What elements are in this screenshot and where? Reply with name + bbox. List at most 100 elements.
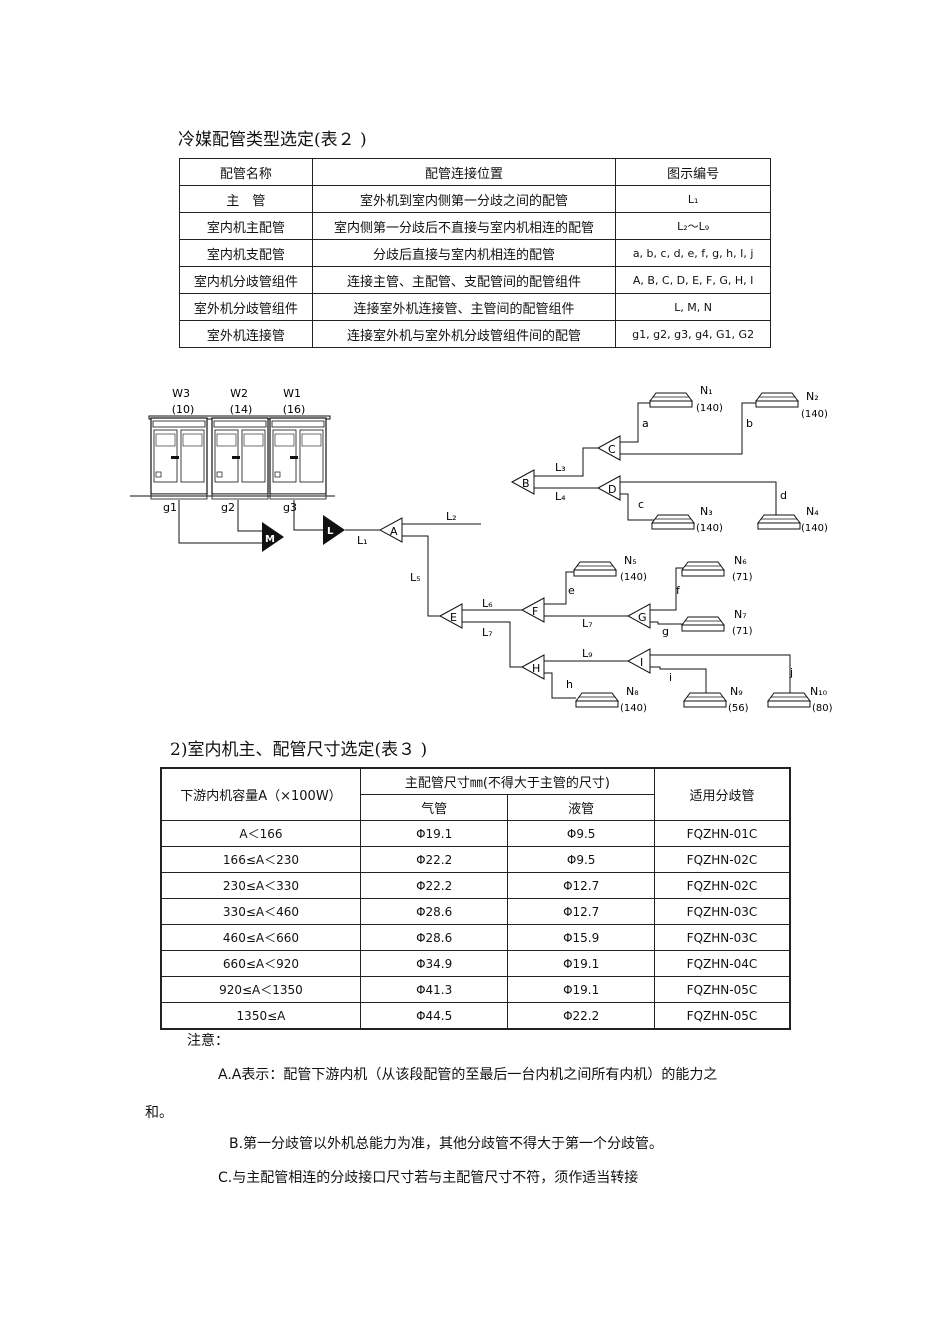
indoor-unit <box>575 692 619 708</box>
table-cell: 室内机分歧管组件 <box>179 266 313 294</box>
indoor-unit <box>683 692 727 708</box>
note-b: B.第一分歧管以外机总能力为准，其他分歧管不得大于第一个分歧管。 <box>229 1136 664 1152</box>
pipe-label: i <box>669 671 672 684</box>
indoor-unit <box>755 392 799 408</box>
table3-header-row: 下游内机容量A（×100W） 主配管尺寸㎜(不得大于主管的尺寸) 适用分歧管 <box>160 767 791 821</box>
table-cell: Φ12.7 <box>507 872 655 899</box>
indoor-unit <box>573 561 617 577</box>
indoor-unit-capacity: (71) <box>732 572 753 583</box>
pipe-label: L₅ <box>410 571 421 584</box>
table3-header: 适用分歧管 <box>653 767 791 821</box>
outdoor-unit-name: W1 <box>283 387 301 400</box>
pipe-label: L₁ <box>357 534 368 547</box>
indoor-unit-name: N₆ <box>734 554 747 567</box>
outdoor-branch-m <box>262 522 284 552</box>
pipe-label: g3 <box>283 501 297 514</box>
table-cell: Φ22.2 <box>507 1002 655 1030</box>
pipe-label: L₉ <box>582 647 593 660</box>
branch-h <box>520 654 545 680</box>
table-cell: Φ28.6 <box>359 924 509 951</box>
table-cell: A＜166 <box>160 820 361 847</box>
table-cell: 166≤A＜230 <box>160 846 361 873</box>
table2-header: 图示编号 <box>615 158 771 186</box>
pipe-g1 <box>178 500 262 544</box>
table-cell: 330≤A＜460 <box>160 898 361 925</box>
table2-header: 配管名称 <box>179 158 313 186</box>
table-cell: Φ44.5 <box>359 1002 509 1030</box>
table-cell: Φ22.2 <box>359 872 509 899</box>
table-cell: FQZHN-05C <box>653 976 791 1003</box>
indoor-unit-name: N₃ <box>700 505 713 518</box>
indoor-unit-capacity: (71) <box>732 626 753 637</box>
table-cell: FQZHN-01C <box>653 820 791 847</box>
piping-diagram: W3 (10) W2 (14) W1 (16) g1 g2 g3 M L L₁ … <box>130 384 833 714</box>
indoor-unit-name: N₁₀ <box>810 685 828 698</box>
branch-label: E <box>450 611 457 624</box>
pipe-label: h <box>566 678 573 691</box>
branch-i <box>626 648 651 674</box>
branch-label: G <box>638 611 647 624</box>
table-cell: 连接室外机连接管、主管间的配管组件 <box>311 293 617 321</box>
branch-b <box>510 469 535 495</box>
outdoor-unit-capacity: (14) <box>230 403 253 416</box>
pipe-label: b <box>746 417 753 430</box>
pipe-label: g1 <box>163 501 177 514</box>
outdoor-branch-label: M <box>265 534 275 545</box>
table3-header: 气管 <box>359 794 509 821</box>
pipe-label: d <box>780 489 787 502</box>
table-cell: 660≤A＜920 <box>160 950 361 977</box>
branch-label: F <box>532 605 538 618</box>
table-cell: 230≤A＜330 <box>160 872 361 899</box>
indoor-unit <box>767 692 811 708</box>
table-cell: Φ41.3 <box>359 976 509 1003</box>
pipe-label: e <box>568 584 575 597</box>
table-cell: L₁ <box>615 185 771 213</box>
table-cell: L₂～L₉ <box>615 212 771 240</box>
indoor-unit-name: N₅ <box>624 554 637 567</box>
table2-header-row: 配管名称 配管连接位置 图示编号 <box>179 158 771 186</box>
table-cell: 分歧后直接与室内机相连的配管 <box>311 239 617 267</box>
table-cell: Φ9.5 <box>507 820 655 847</box>
indoor-unit-capacity: (140) <box>696 403 723 414</box>
table3-header: 下游内机容量A（×100W） <box>160 767 361 821</box>
table-cell: 主 管 <box>179 185 313 213</box>
branch-a <box>378 517 403 543</box>
branch-c <box>596 435 621 461</box>
table-cell: 460≤A＜660 <box>160 924 361 951</box>
outdoor-unit-capacity: (16) <box>283 403 306 416</box>
pipe-label: L₇ <box>582 617 593 630</box>
indoor-unit-capacity: (140) <box>696 523 723 534</box>
branch-label: I <box>640 656 643 669</box>
table3: 下游内机容量A（×100W） 主配管尺寸㎜(不得大于主管的尺寸) 适用分歧管 气… <box>160 767 791 1030</box>
table-cell: Φ19.1 <box>507 950 655 977</box>
table-cell: g1, g2, g3, g4, G1, G2 <box>615 320 771 348</box>
table-cell: FQZHN-02C <box>653 872 791 899</box>
table-cell: 室外机到室内侧第一分歧之间的配管 <box>311 185 617 213</box>
branch-label: A <box>390 525 398 538</box>
indoor-unit-name: N₁ <box>700 384 713 397</box>
table-cell: 室外机分歧管组件 <box>179 293 313 321</box>
table-cell: Φ9.5 <box>507 846 655 873</box>
table-cell: Φ19.1 <box>359 820 509 847</box>
outdoor-branch-label: L <box>327 526 334 537</box>
branch-label: C <box>608 443 616 456</box>
pipe-label: a <box>642 417 649 430</box>
pipe-label: L₄ <box>555 490 566 503</box>
table-cell: 920≤A＜1350 <box>160 976 361 1003</box>
indoor-unit <box>681 561 725 577</box>
table-cell: 室内机主配管 <box>179 212 313 240</box>
indoor-unit-name: N₂ <box>806 390 819 403</box>
indoor-unit-name: N₄ <box>806 505 819 518</box>
table-cell: Φ22.2 <box>359 846 509 873</box>
table-cell: 1350≤A <box>160 1002 361 1030</box>
table2-header: 配管连接位置 <box>311 158 617 186</box>
